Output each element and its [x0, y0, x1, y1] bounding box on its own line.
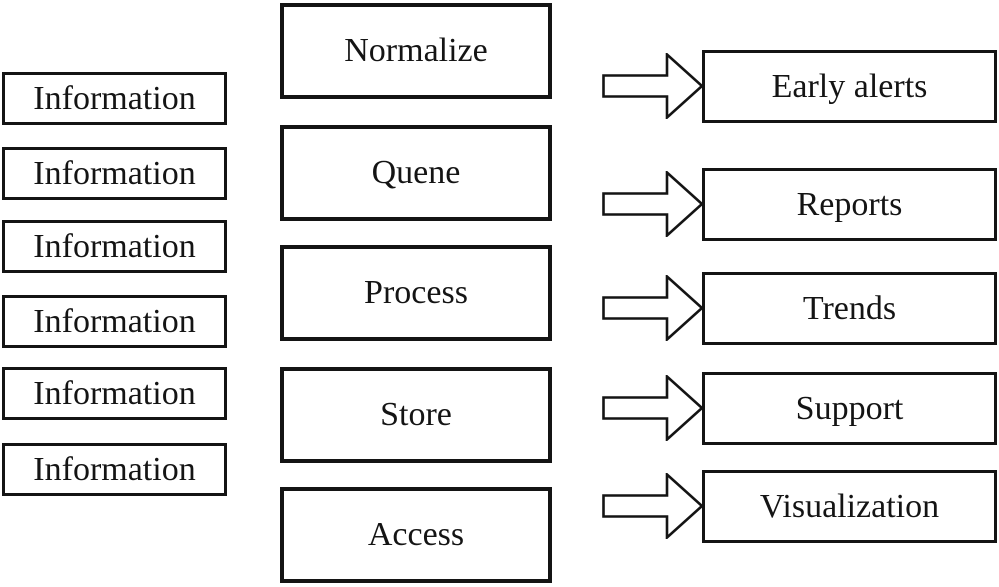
- right-block-arrow-icon: [602, 473, 704, 539]
- output-box-label: Trends: [802, 289, 897, 327]
- stage-box-label: Access: [367, 516, 465, 553]
- information-box: Information: [2, 147, 227, 200]
- stage-box-access: Access: [280, 487, 552, 583]
- stage-box-label: Store: [380, 396, 452, 433]
- information-box: Information: [2, 72, 227, 125]
- information-box: Information: [2, 367, 227, 420]
- information-box-label: Information: [33, 227, 196, 265]
- information-box-label: Information: [33, 79, 196, 117]
- output-box-early-alerts: Early alerts: [702, 50, 997, 123]
- information-box: Information: [2, 220, 227, 273]
- stage-box-label: Normalize: [344, 32, 488, 69]
- information-box-label: Information: [33, 374, 196, 412]
- information-box: Information: [2, 443, 227, 496]
- output-box-label: Reports: [796, 185, 903, 223]
- stage-box-process: Process: [280, 245, 552, 341]
- right-block-arrow-icon: [602, 171, 704, 237]
- information-box-label: Information: [33, 154, 196, 192]
- output-box-label: Support: [795, 389, 904, 427]
- stage-box-quene: Quene: [280, 125, 552, 221]
- stage-box-store: Store: [280, 367, 552, 463]
- output-box-visualization: Visualization: [702, 470, 997, 543]
- information-box: Information: [2, 295, 227, 348]
- stage-box-label: Process: [364, 274, 468, 311]
- stage-box-normalize: Normalize: [280, 3, 552, 99]
- information-box-label: Information: [33, 302, 196, 340]
- right-block-arrow-icon: [602, 275, 704, 341]
- output-box-label: Visualization: [759, 487, 940, 525]
- stage-box-label: Quene: [371, 154, 461, 191]
- right-block-arrow-icon: [602, 375, 704, 441]
- output-box-label: Early alerts: [771, 67, 928, 105]
- output-box-reports: Reports: [702, 168, 997, 241]
- output-box-support: Support: [702, 372, 997, 445]
- output-box-trends: Trends: [702, 272, 997, 345]
- information-box-label: Information: [33, 450, 196, 488]
- right-block-arrow-icon: [602, 53, 704, 119]
